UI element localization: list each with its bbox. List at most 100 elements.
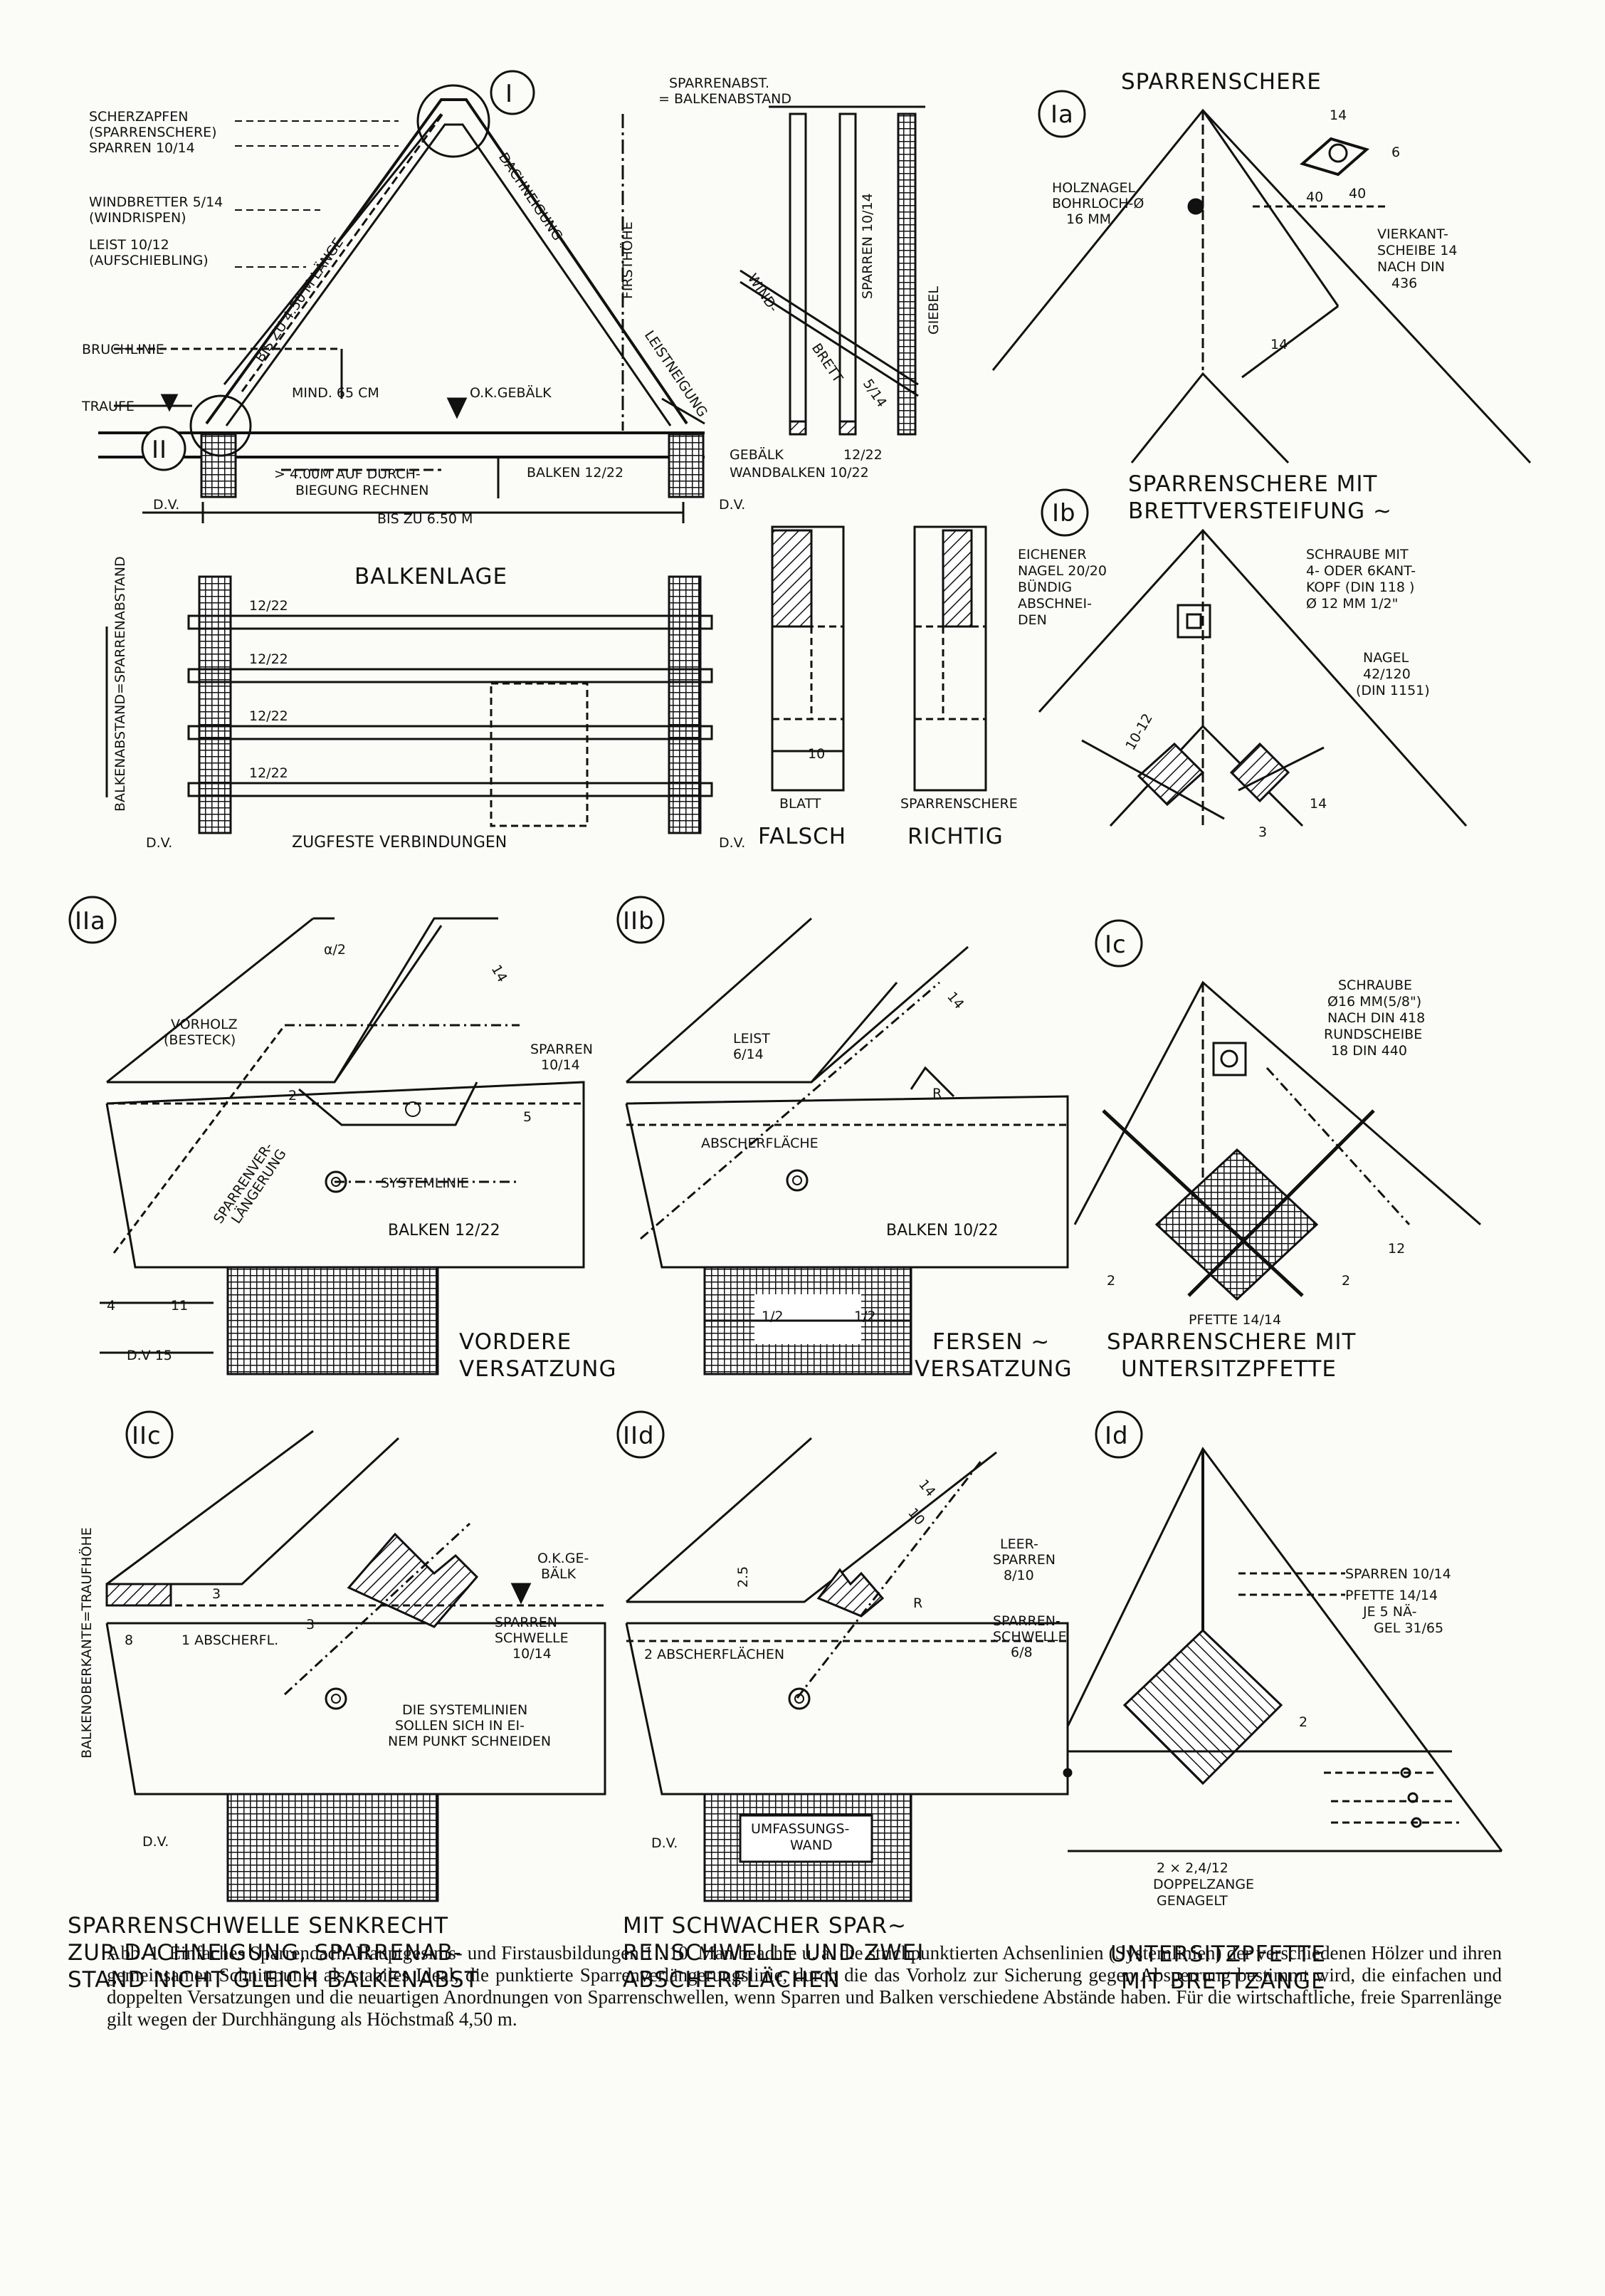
- label-Ia-14: 14: [1330, 108, 1347, 123]
- label-Id-2: 2: [1299, 1714, 1307, 1730]
- label-2-abscherflaechen: 2 ABSCHERFLÄCHEN: [644, 1646, 784, 1662]
- label-16mm: 16 MM: [1066, 211, 1111, 227]
- label-durchbiegung-2: BIEGUNG RECHNEN: [295, 483, 428, 498]
- detail-Ia-title: SPARRENSCHERE: [1121, 69, 1322, 95]
- label-alpha: α/2: [324, 942, 346, 958]
- label-Ic-2a: 2: [1107, 1273, 1115, 1289]
- detail-IIc: [105, 1410, 606, 1902]
- label-leer-sparren: SPARREN: [993, 1552, 1056, 1568]
- label-Ia-dim14: 14: [1270, 337, 1288, 352]
- label-aufschiebling: (AUFSCHIEBLING): [89, 253, 209, 268]
- label-Ic-2b: 2: [1342, 1273, 1350, 1289]
- label-dv-left: D.V.: [153, 497, 179, 513]
- label-IIa-sparren: SPARREN: [530, 1042, 593, 1057]
- label-IIa-dv15: D.V 15: [127, 1348, 172, 1363]
- label-sys-3: NEM PUNKT SCHNEIDEN: [388, 1734, 551, 1749]
- label-giebel: GIEBEL: [926, 286, 942, 335]
- label-IIb-half-1: 1/2: [762, 1309, 784, 1324]
- roof-frame-arrows: [235, 120, 399, 268]
- label-Ic-din440: 18 DIN 440: [1331, 1043, 1407, 1059]
- label-zange-3: GENAGELT: [1157, 1893, 1228, 1909]
- detail-IIc-title-2: ZUR DACHNEIGUNG, SPARRENAB-: [68, 1940, 462, 1966]
- label-Id-pfette: PFETTE 14/14: [1345, 1588, 1438, 1603]
- gable-labels: SPARRENABST. = BALKENABSTAND SPARREN 10/…: [658, 75, 942, 481]
- label-baelk: BÄLK: [541, 1566, 577, 1582]
- detail-IId-labels: IId 14 10 LEER- SPARREN 8/10 2.5 R SPARR…: [623, 1422, 1067, 1993]
- label-Ic-dia: Ø16 MM(5/8"): [1327, 994, 1421, 1010]
- detail-Id-title-2: MIT BRETTZANGE: [1121, 1969, 1326, 1994]
- detail-IIb-title-2: VERSATZUNG: [915, 1356, 1072, 1382]
- label-traufe: TRAUFE: [81, 399, 135, 414]
- label-IIa-2: 2: [288, 1088, 297, 1104]
- label-IId-schwelle-dim: 6/8: [1011, 1645, 1033, 1660]
- detail-Id-title-1: UNTERSITZPFETTE: [1110, 1941, 1326, 1967]
- label-IIa-5: 5: [523, 1109, 532, 1125]
- detail-IIc-labels: IIc BALKENOBERKANTE=TRAUFHÖHE 3 3 8 1 AB…: [68, 1422, 589, 1993]
- label-Ia-40a: 40: [1306, 189, 1323, 205]
- label-IId-25: 2.5: [735, 1566, 751, 1588]
- label-Ib-nagel: NAGEL: [1363, 650, 1409, 666]
- detail-IIb: [616, 896, 1069, 1375]
- label-IIa-14: 14: [488, 963, 510, 985]
- detail-IIa-marker: IIa: [75, 907, 106, 935]
- label-eichener: EICHENER: [1018, 547, 1087, 562]
- balkenlage-dv-left: D.V.: [146, 835, 172, 851]
- label-bis-zu-650: BIS ZU 6.50 M: [377, 511, 473, 527]
- label-leer-dim: 8/10: [1004, 1568, 1034, 1583]
- label-schraube-mit: SCHRAUBE MIT: [1306, 547, 1409, 562]
- detail-II-marker: II: [152, 436, 167, 464]
- detail-Ib-labels: Ib SPARRENSCHERE MIT BRETTVERSTEIFUNG ~ …: [1052, 471, 1430, 840]
- detail-Ia-marker: Ia: [1051, 100, 1074, 129]
- label-sys-1: DIE SYSTEMLINIEN: [402, 1702, 527, 1718]
- label-vorholz: VORHOLZ: [171, 1017, 238, 1032]
- label-ok-ge: O.K.GE-: [537, 1551, 589, 1566]
- label-Ic-12: 12: [1388, 1241, 1405, 1257]
- detail-IIa: [68, 896, 585, 1375]
- label-IId-dv: D.V.: [651, 1835, 678, 1851]
- detail-I-marker: I: [505, 80, 513, 108]
- label-Ib-3: 3: [1258, 824, 1267, 840]
- label-buendig: BÜNDIG: [1018, 579, 1072, 595]
- label-systemlinie: SYSTEMLINIE: [381, 1175, 469, 1191]
- balkenlage-side-label: BALKENABSTAND=SPARRENABSTAND: [112, 556, 128, 812]
- label-Ic-schraube: SCHRAUBE: [1338, 977, 1412, 993]
- label-IIc-3b: 3: [306, 1617, 315, 1632]
- detail-IId-title-2: RENSCHWELLE UND ZWEI: [623, 1940, 924, 1966]
- label-IId-14: 14: [915, 1477, 938, 1500]
- label-IIc-schwelle: SCHWELLE: [495, 1630, 569, 1646]
- detail-Ic-labels: Ic SCHRAUBE Ø16 MM(5/8") NACH DIN 418 RU…: [1105, 931, 1425, 1382]
- balken-row-2: 12/22: [249, 651, 288, 667]
- label-kant: 4- ODER 6KANT-: [1306, 563, 1416, 579]
- label-Ic-pfette: PFETTE 14/14: [1189, 1312, 1281, 1328]
- detail-IIc-marker: IIc: [132, 1422, 162, 1450]
- label-IIc-dv: D.V.: [142, 1834, 169, 1850]
- balkenlage-labels: BALKENLAGE 12/22 12/22 12/22 12/22 BALKE…: [112, 556, 745, 851]
- roof-frame-section: [98, 84, 705, 523]
- detail-IIa-title-1: VORDERE: [459, 1329, 572, 1355]
- label-kopf: KOPF (DIN 118 ): [1306, 580, 1414, 595]
- label-IIb-leist-dim: 6/14: [733, 1047, 764, 1062]
- label-Ib-nagel-dim: 42/120: [1363, 666, 1411, 682]
- label-IIc-sparren: SPARREN-: [495, 1615, 562, 1630]
- label-holznagel: HOLZNAGEL: [1052, 180, 1135, 196]
- label-Id-sparren: SPARREN 10/14: [1345, 1566, 1451, 1582]
- label-IIc-3a: 3: [212, 1586, 221, 1602]
- label-zange-1: 2 × 2,4/12: [1157, 1860, 1228, 1876]
- label-falsch: FALSCH: [758, 824, 846, 849]
- detail-IId-title-3: ABSCHERFLÄCHEN: [623, 1967, 841, 1993]
- label-zugfeste: ZUGFESTE VERBINDUNGEN: [292, 834, 507, 851]
- label-sparrenabst: SPARRENABST.: [669, 75, 769, 91]
- label-umfassungs: UMFASSUNGS-: [751, 1821, 849, 1837]
- compare-falsch-richtig: [771, 525, 987, 792]
- label-din-1151: (DIN 1151): [1356, 683, 1430, 698]
- label-besteck: (BESTECK): [164, 1032, 236, 1048]
- label-IIb-r: R: [932, 1086, 942, 1101]
- detail-Ib: [1038, 488, 1468, 827]
- label-gebaelk: GEBÄLK: [730, 446, 784, 463]
- label-IIa-sparren-dim: 10/14: [541, 1057, 580, 1073]
- label-dachneigung: DACHNEIGUNG: [495, 150, 566, 243]
- label-abschnei: ABSCHNEI-: [1018, 596, 1092, 612]
- label-IIb-14: 14: [944, 989, 967, 1012]
- label-den: DEN: [1018, 612, 1047, 628]
